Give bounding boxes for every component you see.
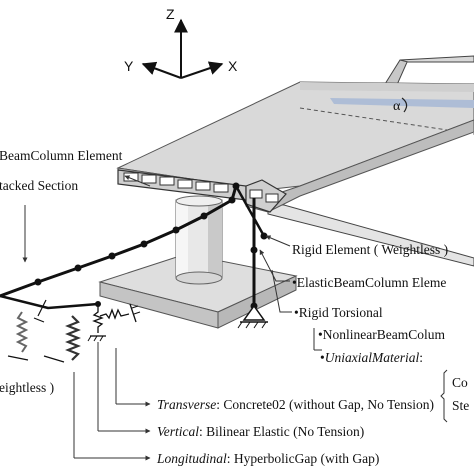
elastic-beam-column-label: •ElasticBeamColumn Eleme: [292, 275, 446, 290]
coordinate-axes: Z Y X: [124, 6, 238, 78]
beam-column-element-label: BeamColumn Element: [0, 148, 123, 163]
y-axis-label: Y: [124, 58, 134, 74]
weightless-label: eightless ): [0, 380, 54, 395]
uniaxial-option-ste: Ste: [452, 398, 469, 413]
rigid-element-label: Rigid Element ( Weightless ): [292, 242, 448, 257]
spring-longitudinal-label: Longitudinal: HyperbolicGap (with Gap): [156, 451, 379, 466]
x-axis-label: X: [228, 58, 238, 74]
stacked-section-label: tacked Section: [0, 178, 78, 193]
spring-vertical-label: Vertical: Bilinear Elastic (No Tension): [157, 424, 364, 439]
spring-transverse-label: Transverse: Concrete02 (without Gap, No …: [157, 397, 434, 412]
bridge-deck: [118, 56, 474, 266]
abutment-springs: [8, 300, 140, 362]
uniaxial-option-co: Co: [452, 375, 468, 390]
angle-alpha-label: α: [393, 99, 401, 114]
uniaxial-material-label: •UniaxialMaterial:: [320, 350, 423, 365]
rigid-torsional-label: •Rigid Torsional: [294, 305, 383, 320]
z-axis-label: Z: [166, 6, 175, 22]
nonlinear-beam-column-label: •NonlinearBeamColum: [318, 327, 445, 342]
